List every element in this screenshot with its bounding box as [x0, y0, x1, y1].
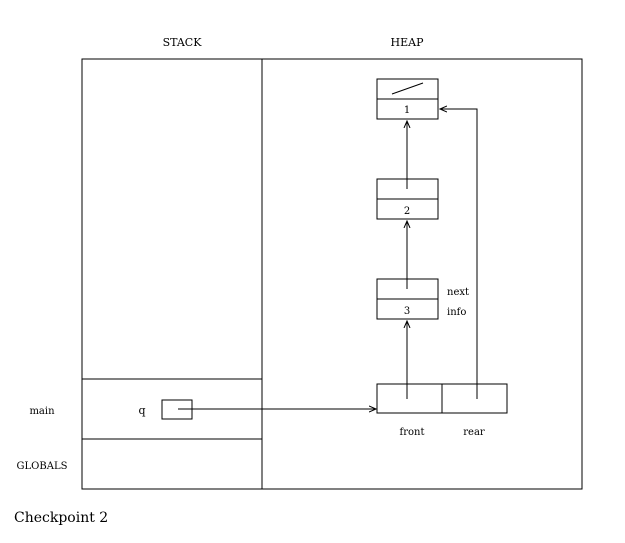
null-pointer-slash	[391, 82, 424, 95]
queue-record	[376, 383, 508, 414]
node-2-info-field	[376, 198, 439, 220]
heap-heading: HEAP	[391, 36, 425, 49]
info-field-label: info	[447, 307, 466, 318]
variable-q-label: q	[138, 404, 145, 417]
node-1-info-value: 1	[404, 105, 410, 116]
list-node-1: 1	[376, 78, 439, 120]
rear-field	[441, 383, 508, 414]
next-field-label: next	[447, 287, 469, 298]
main-frame-label: main	[29, 406, 55, 417]
node-1-info-field	[376, 98, 439, 120]
rear-label: rear	[463, 427, 485, 438]
node-2-info-value: 2	[404, 206, 410, 217]
globals-frame-label: GLOBALS	[17, 461, 68, 472]
node-3-info-field	[376, 298, 439, 320]
node-3-info-value: 3	[404, 306, 410, 317]
stack-heading: STACK	[163, 36, 203, 49]
front-field	[376, 383, 443, 414]
checkpoint-caption: Checkpoint 2	[14, 510, 109, 526]
heap-region	[261, 58, 583, 490]
front-label: front	[400, 427, 425, 438]
stack-region	[81, 58, 263, 490]
rear-pointer-arrow	[440, 109, 478, 399]
